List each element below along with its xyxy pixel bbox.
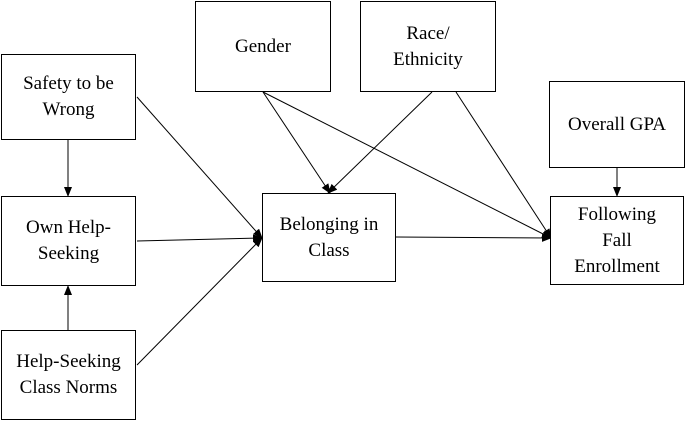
edge-race-to-belonging [327,91,433,194]
edge-belonging-to-enrollment [395,233,552,242]
edge-norms-to-belonging [136,237,263,366]
node-race-ethnicity: Race/ Ethnicity [360,1,496,92]
edge-race-to-enrollment [455,91,552,239]
node-overall-gpa: Overall GPA [549,81,685,168]
edge-own-help-to-belonging [136,234,263,243]
node-gender: Gender [195,1,331,92]
node-own-help-seeking: Own Help- Seeking [1,196,136,286]
node-belonging-in-class: Belonging in Class [262,193,396,282]
edge-safety-to-belonging [136,96,263,239]
node-safety-to-be-wrong: Safety to be Wrong [1,54,136,140]
node-following-fall-enrollment: Following Fall Enrollment [550,196,684,285]
edge-gender-to-enrollment [262,91,552,239]
node-help-seeking-class-norms: Help-Seeking Class Norms [1,330,136,420]
edge-gender-to-belonging [262,91,331,194]
